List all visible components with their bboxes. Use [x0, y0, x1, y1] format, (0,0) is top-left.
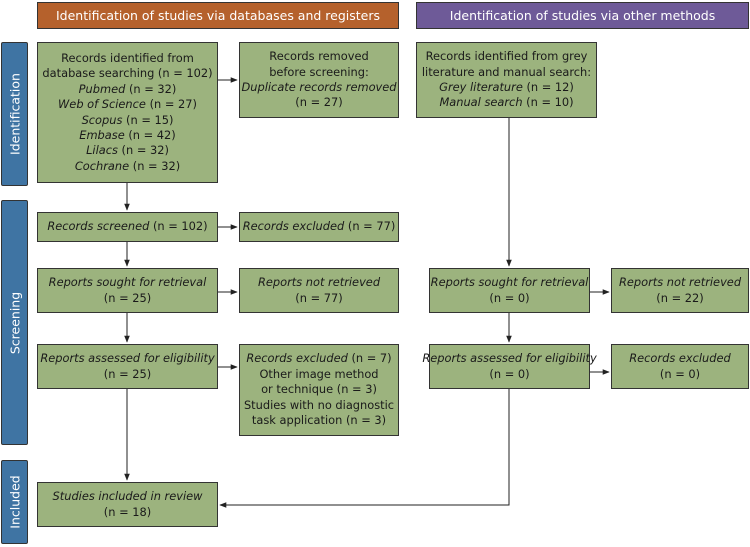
box-db-reports-sought: Reports sought for retrieval (n = 25) — [37, 268, 218, 313]
source-embase: Embase (n = 42) — [79, 127, 176, 142]
box-other-reports-not-retrieved: Reports not retrieved (n = 22) — [611, 268, 749, 313]
header-other-methods: Identification of studies via other meth… — [416, 2, 749, 29]
box-records-identified-databases: Records identified from database searchi… — [37, 42, 218, 183]
source-scopus: Scopus (n = 15) — [81, 112, 174, 127]
box-records-excluded-screening: Records excluded (n = 77) — [239, 212, 399, 242]
arrow-other-assessed-to-included — [219, 389, 510, 508]
box-records-removed: Records removed before screening: Duplic… — [239, 42, 399, 118]
source-lilacs: Lilacs (n = 32) — [86, 143, 169, 158]
source-pubmed: Pubmed (n = 32) — [78, 81, 177, 96]
source-grey-literature: Grey literature (n = 12) — [439, 80, 574, 94]
box-records-identified-other: Records identified from grey literature … — [416, 42, 597, 118]
box-db-records-excluded: Records excluded (n = 7) Other image met… — [239, 344, 399, 436]
box-other-records-excluded: Records excluded (n = 0) — [611, 344, 749, 389]
header-databases: Identification of studies via databases … — [37, 2, 399, 29]
phase-identification: Identification — [1, 42, 28, 186]
source-web-of-science: Web of Science (n = 27) — [58, 97, 197, 112]
phase-included: Included — [1, 460, 28, 544]
box-db-reports-assessed: Reports assessed for eligibility (n = 25… — [37, 344, 218, 389]
box-other-reports-sought: Reports sought for retrieval (n = 0) — [429, 268, 590, 313]
phase-screening: Screening — [1, 200, 28, 445]
source-cochrane: Cochrane (n = 32) — [74, 158, 181, 173]
box-db-reports-not-retrieved: Reports not retrieved (n = 77) — [239, 268, 399, 313]
source-manual-search: Manual search (n = 10) — [439, 95, 574, 110]
box-studies-included: Studies included in review (n = 18) — [37, 482, 218, 527]
box-other-reports-assessed: Reports assessed for eligibility (n = 0) — [422, 344, 597, 389]
box-records-screened: Records screened (n = 102) — [37, 212, 218, 242]
